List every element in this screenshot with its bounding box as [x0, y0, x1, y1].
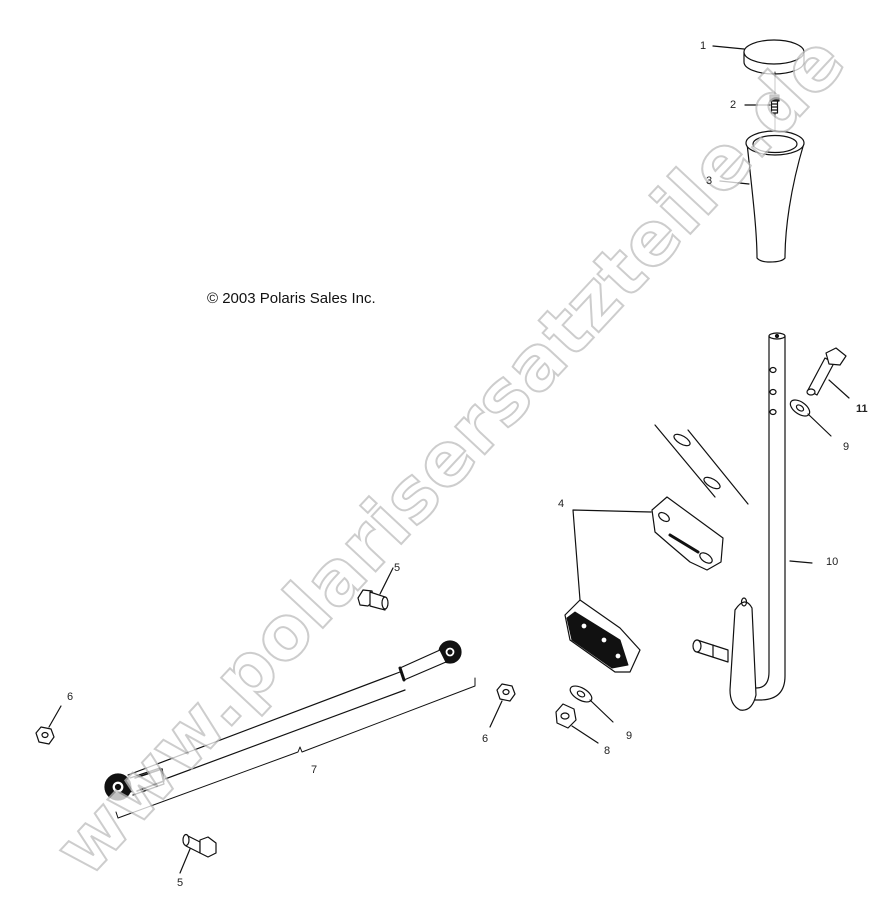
callout-4: 4 — [558, 498, 565, 510]
screw-part — [744, 71, 780, 138]
callout-3: 3 — [706, 175, 713, 187]
knob-cap-part — [712, 39, 805, 75]
flange-bolt-part — [806, 347, 850, 399]
shift-knob-part — [719, 130, 805, 263]
callout-8: 8 — [604, 745, 611, 757]
copyright-notice: © 2003 Polaris Sales Inc. — [207, 290, 376, 307]
callout-5-lower: 5 — [177, 877, 184, 889]
shift-lever-part — [692, 332, 813, 711]
callout-10: 10 — [826, 556, 839, 568]
bolt-5-lower-part — [179, 833, 217, 874]
callout-7: 7 — [311, 764, 318, 776]
nut-8-part — [555, 703, 599, 744]
callout-9-lower: 9 — [626, 730, 633, 742]
nut-6-left-part — [35, 705, 62, 745]
callout-6-left: 6 — [67, 691, 74, 703]
callout-6-middle: 6 — [482, 733, 489, 745]
callout-2: 2 — [730, 99, 737, 111]
callout-5-upper: 5 — [394, 562, 401, 574]
callout-9-upper: 9 — [843, 441, 850, 453]
nut-6-middle-part — [489, 683, 516, 728]
mounting-plate-outline — [654, 424, 749, 505]
bolt-5-upper-part — [357, 567, 394, 611]
washer-lower-part — [569, 685, 614, 723]
callout-1: 1 — [700, 40, 707, 52]
linkage-rod-part — [104, 640, 476, 819]
washer-upper-part — [789, 399, 832, 437]
bracket-leader-lines — [572, 509, 652, 601]
bracket-upper-part — [651, 496, 724, 571]
callout-11: 11 — [856, 403, 868, 415]
bracket-lower-part — [564, 599, 641, 673]
